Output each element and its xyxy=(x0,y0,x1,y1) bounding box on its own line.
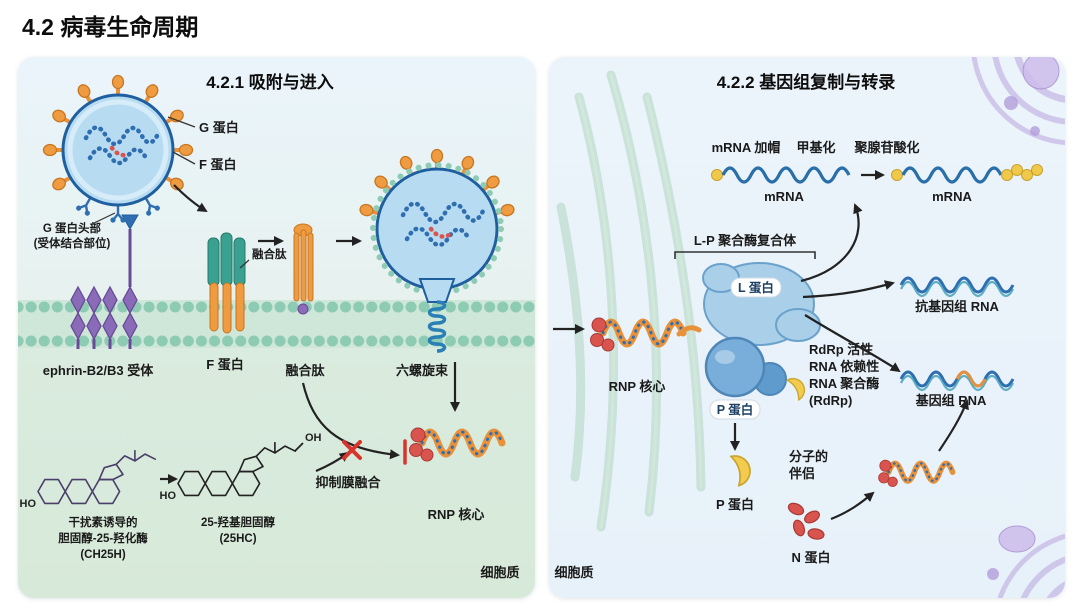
enzyme-line2: 胆固醇-25-羟化酶 xyxy=(58,531,148,545)
fusion-peptide-callout: 融合肽 xyxy=(239,247,287,269)
p-protein-pill: P 蛋白 xyxy=(709,399,761,420)
n-protein-cluster xyxy=(787,502,825,540)
lp-complex-bracket xyxy=(674,251,816,259)
inhibit-x-icon xyxy=(342,440,362,460)
f-protein-spike-label: F 蛋白 xyxy=(199,157,237,172)
organelle-bottom-right xyxy=(987,525,1065,598)
ephrin-receptors xyxy=(69,214,139,351)
p-protein-label: P 蛋白 xyxy=(717,402,754,417)
stage-arrow-1 xyxy=(173,184,208,213)
replication-diagram: 4.2.2 基因组复制与转录 mRNA 加帽 甲基化 聚腺苷酸化 mRNA mR… xyxy=(553,57,1065,598)
chaperone-line2: 伴侣 xyxy=(788,466,815,481)
mrna-right-label: mRNA xyxy=(932,189,972,204)
page-title: 4.2 病毒生命周期 xyxy=(22,14,199,40)
g-head-bound-receptor-icon xyxy=(121,214,139,231)
f-protein-trimer xyxy=(207,232,246,334)
hc25-structure xyxy=(177,441,304,497)
g-head-label: G 蛋白头部 (受体结合部位) xyxy=(34,212,116,250)
cytoplasm-region xyxy=(18,348,535,598)
genome-label: 基因组 RNA xyxy=(915,393,987,408)
hc-line1: 25-羟基胆固醇 xyxy=(201,515,276,529)
panel-attachment-entry: 4.2.1 吸附与进入 xyxy=(18,57,535,598)
p-free-label: P 蛋白 xyxy=(716,497,754,512)
fusion-peptide-callout-label: 融合肽 xyxy=(252,247,287,261)
to-antigenome-arrow xyxy=(802,280,895,299)
rdrp-line3: RNA 聚合酶 xyxy=(809,376,879,391)
enzyme-line1: 干扰素诱导的 xyxy=(69,515,138,529)
fusion-pathway-arrow xyxy=(301,382,400,460)
six-helix-bundle xyxy=(427,300,447,353)
organelle-top-right xyxy=(971,57,1065,146)
g-protein-label: G 蛋白 xyxy=(199,120,239,135)
polyadenylation-label: 聚腺苷酸化 xyxy=(853,140,919,155)
l-protein-blob xyxy=(702,262,821,346)
genome-rna-graphic xyxy=(899,370,1015,392)
fusion-peptide-label: 融合肽 xyxy=(285,363,325,378)
mrna-left-graphic xyxy=(711,166,851,184)
mrna-cap-label: mRNA 加帽 xyxy=(712,140,781,155)
inhibit-label: 抑制膜融合 xyxy=(315,475,381,490)
g-head-line1: G 蛋白头部 xyxy=(43,221,102,235)
right-panel-title: 4.2.2 基因组复制与转录 xyxy=(717,72,896,92)
left-cytoplasm-label: 细胞质 xyxy=(480,565,519,580)
n-protein-label: N 蛋白 xyxy=(791,550,830,565)
left-panel-title: 4.2.1 吸附与进入 xyxy=(206,72,334,92)
microtubule-decoration xyxy=(556,70,706,532)
fusion-peptide-extended xyxy=(293,223,314,315)
f-protein-label: F 蛋白 xyxy=(206,357,244,372)
l-protein-pill: L 蛋白 xyxy=(730,277,782,298)
rnp-core-graphic-right xyxy=(591,318,684,351)
rnp-core-label-right: RNP 核心 xyxy=(609,379,666,394)
antigenome-label: 抗基因组 RNA xyxy=(915,299,999,314)
p-free-crescent xyxy=(730,451,755,487)
ho-left-label: HO xyxy=(20,498,37,510)
ephrin-receptor-label: ephrin-B2/B3 受体 xyxy=(43,363,155,378)
p-protein-sphere xyxy=(704,336,787,398)
assembly-arrow xyxy=(830,491,875,521)
six-helix-label: 六螺旋束 xyxy=(396,363,449,378)
right-cytoplasm-label: 细胞质 xyxy=(554,565,593,580)
ho-right-label: HO xyxy=(160,490,177,502)
to-genome-arrow xyxy=(804,314,901,373)
mrna-right-graphic xyxy=(891,164,1043,184)
spike-labels: G 蛋白 F 蛋白 xyxy=(167,116,239,172)
mrna-left-label: mRNA xyxy=(764,189,804,204)
rdrp-line4: (RdRp) xyxy=(809,393,852,408)
rnp-core-label: RNP 核心 xyxy=(428,507,485,522)
chaperone-line1: 分子的 xyxy=(789,449,828,464)
hc-line2: (25HC) xyxy=(219,533,256,545)
l-protein-label: L 蛋白 xyxy=(738,280,774,295)
fusing-virion xyxy=(358,148,516,353)
chaperone-crescent-complex xyxy=(786,373,810,401)
plasma-membrane xyxy=(18,300,535,348)
attachment-entry-diagram: 4.2.1 吸附与进入 xyxy=(18,72,535,598)
g-head-line2: (受体结合部位) xyxy=(34,236,111,250)
panel-replication-transcription: 4.2.2 基因组复制与转录 mRNA 加帽 甲基化 聚腺苷酸化 mRNA mR… xyxy=(549,57,1065,598)
enzyme-line3: (CH25H) xyxy=(80,549,126,561)
nucleocapsid-coil xyxy=(879,460,953,486)
rnp-thread xyxy=(676,325,702,337)
to-mrna-arrow xyxy=(800,203,863,283)
oh-right-label: OH xyxy=(305,432,322,444)
lp-complex-label: L-P 聚合酶复合体 xyxy=(694,233,797,248)
antigenome-rna-graphic xyxy=(899,276,1015,298)
methylation-label: 甲基化 xyxy=(796,140,835,155)
to-genome-up-arrow xyxy=(938,399,969,452)
rnp-red-segment xyxy=(109,145,131,158)
rdrp-line2: RNA 依赖性 xyxy=(809,359,879,374)
virus-particle xyxy=(42,74,194,224)
